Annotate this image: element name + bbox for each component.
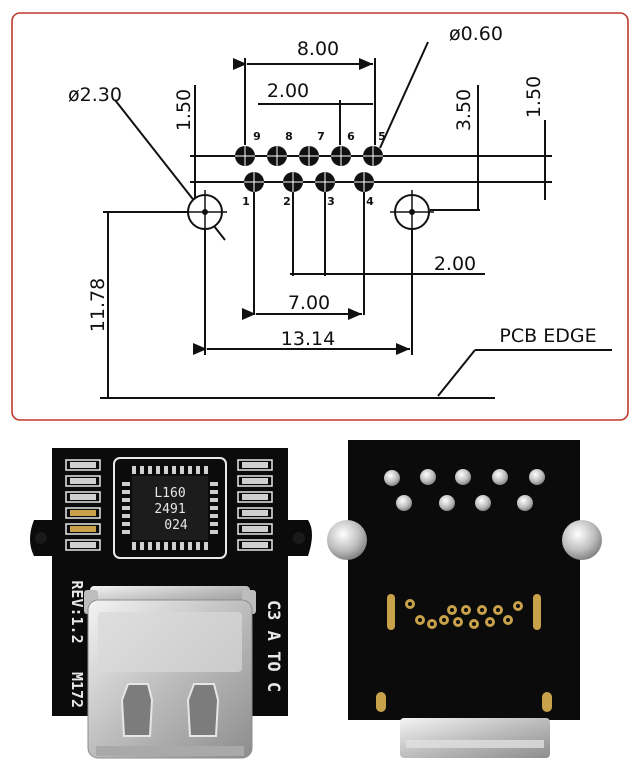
pin-2 [283,172,303,192]
pin-8 [267,146,287,166]
pin-label-3: 3 [327,195,335,208]
pin-3 [315,172,335,192]
pin-label-8: 8 [285,130,293,143]
dim-row-to-hole: 3.50 [453,89,475,131]
dim-hole-spacing: 13.14 [281,328,335,350]
pin-label-2: 2 [283,195,291,208]
mount-hole-left [183,190,227,234]
dim-pin-pitch-bottom: 2.00 [434,253,476,275]
silk-rev: REV:1.2 [68,580,86,643]
passives-left [65,459,101,551]
photo-front: L160 2491 024 REV:1.2 M172 C3 A TO C [30,448,312,759]
pcb-edge-label: PCB EDGE [499,325,596,347]
usb-c-connector [84,586,256,759]
pin-9 [235,146,255,166]
dim-overall-width: 8.00 [297,38,339,60]
pin-label-6: 6 [347,130,355,143]
pin-label-4: 4 [366,195,374,208]
mount-ball-right [562,520,602,560]
photo-back [327,440,602,758]
usb-c-shell-back [400,718,550,758]
silk-c3: C3 A TO C [263,600,283,692]
ear-right [293,532,305,544]
passives-right [237,459,273,551]
pin-4 [354,172,374,192]
ear-left [35,532,47,544]
dim-depth-to-edge: 11.78 [87,278,109,332]
pin-5 [363,146,383,166]
chip-marking-line1: L160 [154,486,185,501]
mount-hole-right [390,190,434,234]
pin-row-top [235,146,383,166]
dim-bottom-row-span: 7.00 [288,292,330,314]
chip-marking-line2: 2491 [154,502,185,517]
drawing-frame [11,12,629,421]
silk-model: M172 [68,672,86,708]
dim-mount-hole-diameter: ø2.30 [68,84,122,106]
pin-1 [244,172,264,192]
pin-label-7: 7 [317,130,325,143]
dim-pin-pitch-top: 2.00 [267,80,309,102]
mount-ball-left [327,520,367,560]
pin-row-bottom [244,172,374,192]
pin-label-9: 9 [253,130,261,143]
ic-chip: L160 2491 024 [113,457,227,559]
pin-label-5: 5 [378,130,386,143]
chip-marking-line3: 024 [164,518,188,533]
pin-6 [331,146,351,166]
pin-7 [299,146,319,166]
dim-row-offset-left: 1.50 [173,89,195,131]
dim-row-offset-right: 1.50 [523,76,545,118]
dim-pin-diameter: ø0.60 [449,23,503,45]
usb-pads [376,594,552,712]
solder-pins [384,469,545,511]
pin-label-1: 1 [242,195,250,208]
